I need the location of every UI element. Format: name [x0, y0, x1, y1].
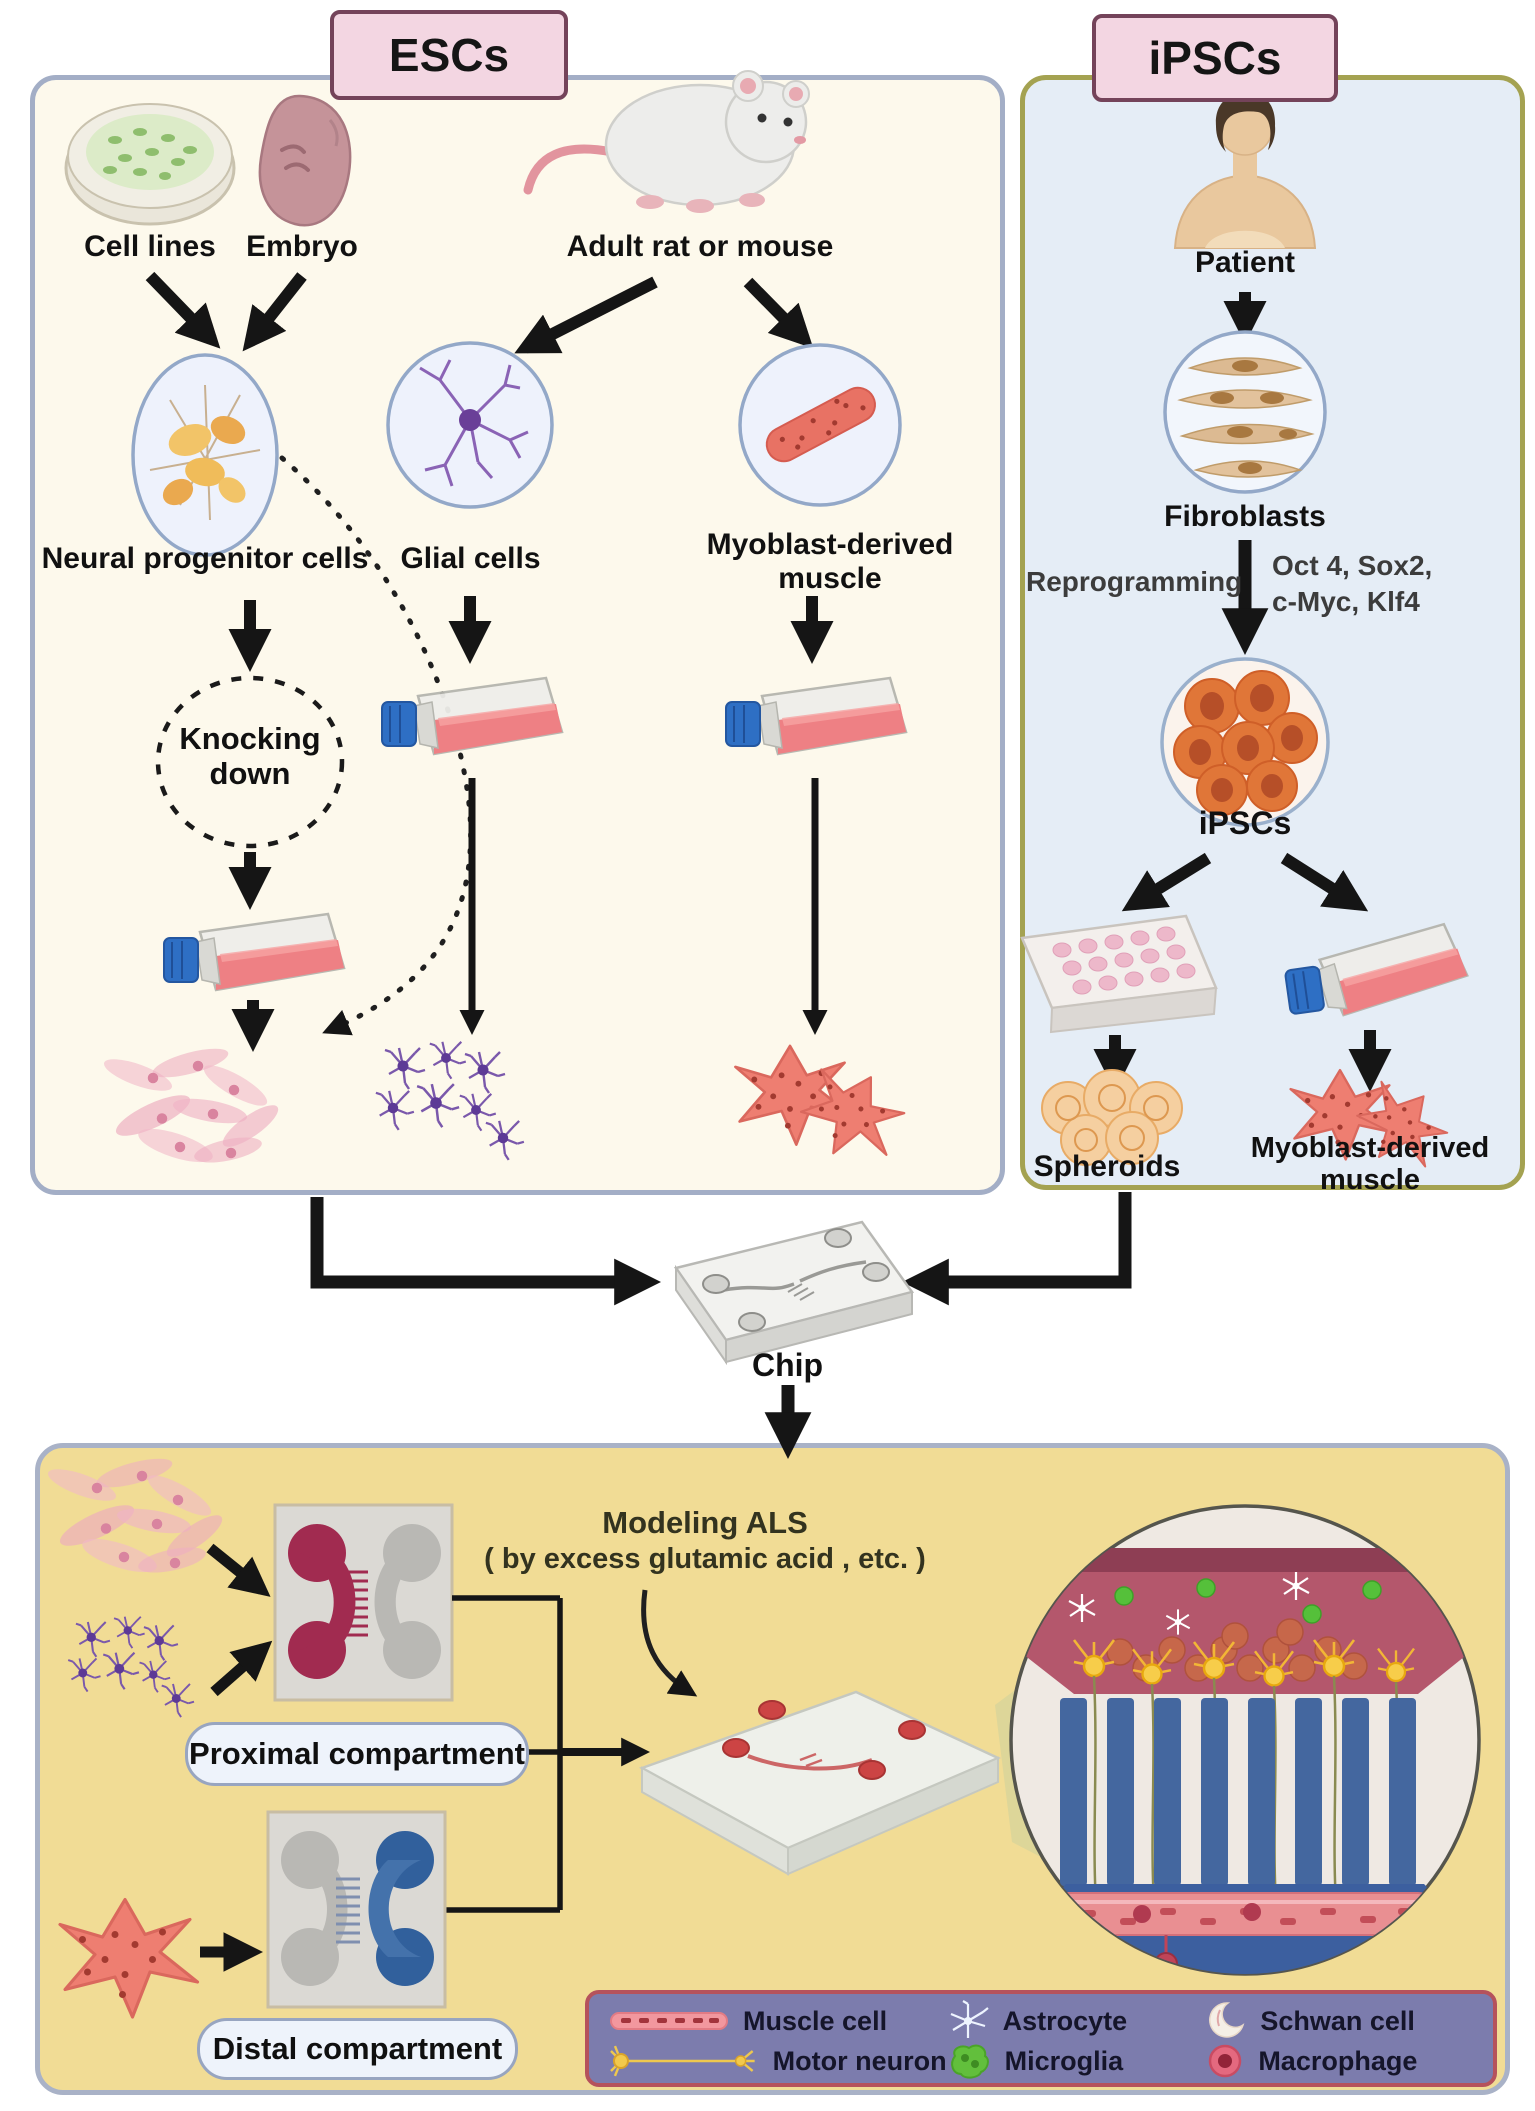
modeling-als-label: Modeling ALS: [602, 1505, 808, 1540]
patient-label: Patient: [1194, 246, 1296, 279]
legend-item-motor-neuron: Motor neuron: [609, 2042, 947, 2080]
reprogramming-factors-label: Oct 4, Sox2, c-Myc, Klf4: [1272, 550, 1433, 618]
als-chip-icon: [638, 1690, 1002, 1876]
macrophage-icon: [1209, 2044, 1242, 2078]
chip-icon: [673, 1220, 915, 1366]
escs-panel: [30, 75, 1005, 1195]
chip-label: Chip: [751, 1347, 824, 1383]
flask-icon: [162, 912, 346, 992]
flask-icon: [380, 676, 564, 756]
microglia-icon: [950, 2044, 989, 2079]
spheroids-icon: [1041, 1069, 1183, 1166]
arrow: [210, 1640, 273, 1697]
spheroids-label: Spheroids: [1033, 1150, 1181, 1183]
arrow: [206, 1543, 271, 1597]
escs-title-box: ESCs: [330, 10, 568, 100]
proximal-device: [273, 1503, 454, 1702]
petri-dish-icon: [64, 103, 236, 226]
modeling-als-arrow: [641, 1589, 698, 1697]
flask-icon: [1280, 920, 1472, 1024]
astrocyte-cluster: [376, 1042, 524, 1160]
myoblast-derived-muscle-label: Myoblast-derived muscle: [706, 528, 954, 595]
embryo-label: Embryo: [246, 230, 358, 263]
ipscs-title: iPSCs: [1148, 32, 1282, 84]
legend-item-macrophage: Macrophage: [1206, 2042, 1479, 2080]
knocking-down-circle: [155, 675, 345, 849]
arrow: [514, 276, 658, 354]
arrow: [242, 272, 307, 352]
arrow: [145, 271, 221, 349]
myoblast-derived-muscle-label: Myoblast-derived muscle: [1250, 1132, 1490, 1197]
neural-progenitor-circle: [131, 353, 279, 557]
compartment-connector: [445, 1595, 563, 1913]
ipsc-colony-circle: [1160, 657, 1330, 827]
distal-device: [266, 1810, 447, 2009]
modeling-als-sub-label: ( by excess glutamic acid , etc. ): [484, 1543, 926, 1575]
neural-cells-cluster: [44, 1452, 228, 1579]
legend-item-microglia: Microglia: [947, 2042, 1207, 2080]
legend-item-muscle-cell: Muscle cell: [609, 2000, 947, 2042]
dashed-bypass-arrow: [279, 455, 474, 1036]
glial-cells-label: Glial cells: [400, 542, 541, 575]
astrocyte-icon: [950, 2000, 989, 2038]
astrocyte-cluster: [68, 1617, 194, 1717]
muscle-cells-cluster: [734, 1044, 918, 1178]
ipscs-title-box: iPSCs: [1092, 14, 1338, 102]
legend: Muscle cell Astrocyte Schwan cell: [585, 1990, 1497, 2087]
adult-rat-or-mouse-label: Adult rat or mouse: [566, 230, 834, 263]
motor-neuron-icon: [610, 2045, 755, 2077]
myoblast-circle: [738, 343, 902, 507]
arrow: [743, 277, 814, 349]
legend-item-schwan-cell: Schwan cell: [1206, 2000, 1479, 2042]
patient-icon: [1173, 92, 1317, 249]
ipscs-label: iPSCs: [1198, 805, 1292, 841]
proximal-compartment-pill: Proximal compartment: [185, 1722, 529, 1786]
mouse-icon: [523, 70, 810, 213]
schwan-cell-icon: [1209, 2002, 1245, 2038]
legend-item-astrocyte: Astrocyte: [947, 2000, 1207, 2042]
magnified-chip-view: [1009, 1504, 1481, 1976]
escs-to-chip-arrow: [310, 1197, 662, 1306]
glial-cells-circle: [386, 341, 554, 509]
arrow: [1280, 852, 1369, 912]
arrow: [1121, 852, 1212, 912]
well-plate-icon: [1020, 914, 1218, 1034]
cell-lines-label: Cell lines: [84, 230, 216, 263]
ipscs-to-chip-arrow: [901, 1192, 1132, 1306]
muscle-cell-icon: [610, 2012, 728, 2030]
reprogramming-label: Reprogramming: [1026, 566, 1243, 597]
neural-progenitor-cells-label: Neural progenitor cells: [41, 542, 369, 575]
distal-compartment-pill: Distal compartment: [197, 2018, 518, 2080]
fibroblasts-label: Fibroblasts: [1164, 500, 1326, 533]
flask-icon: [724, 676, 908, 756]
knocking-down-label: Knocking down: [179, 721, 321, 791]
muscle-star-icon: [58, 1897, 200, 2019]
fibroblasts-circle: [1163, 330, 1327, 494]
escs-title: ESCs: [388, 29, 510, 81]
neural-cells-cluster: [100, 1042, 284, 1169]
embryo-icon: [258, 94, 352, 227]
